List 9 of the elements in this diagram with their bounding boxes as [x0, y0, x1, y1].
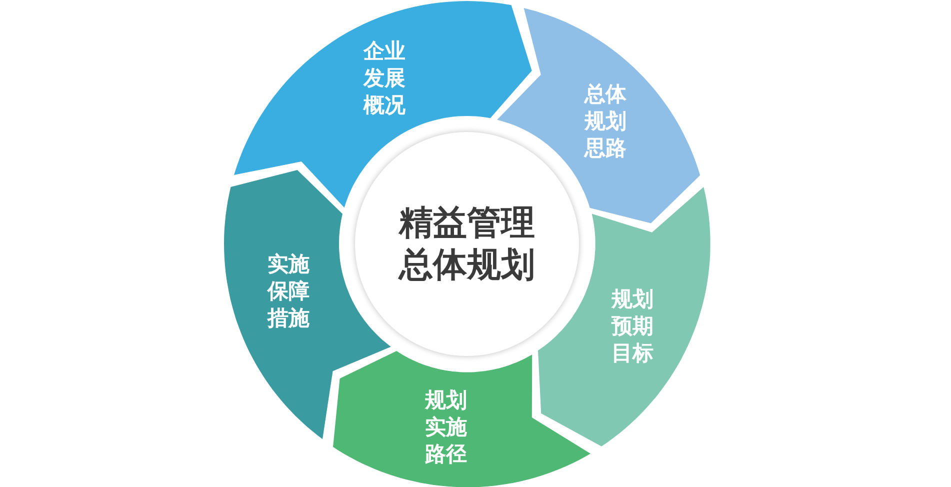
ring-arrow-segment [332, 350, 590, 487]
segment-label: 企业发展概况 [362, 38, 406, 119]
segment-label: 实施保障措施 [266, 251, 310, 332]
ring-arrow-segment [224, 170, 391, 440]
segment-label: 规划预期目标 [610, 286, 655, 368]
segment-label: 总体规划思路 [584, 80, 628, 162]
center-title: 精益管理总体规划 [397, 202, 536, 286]
ring-arrow-segment [538, 187, 710, 447]
segment-label: 规划实施路径 [424, 387, 468, 468]
